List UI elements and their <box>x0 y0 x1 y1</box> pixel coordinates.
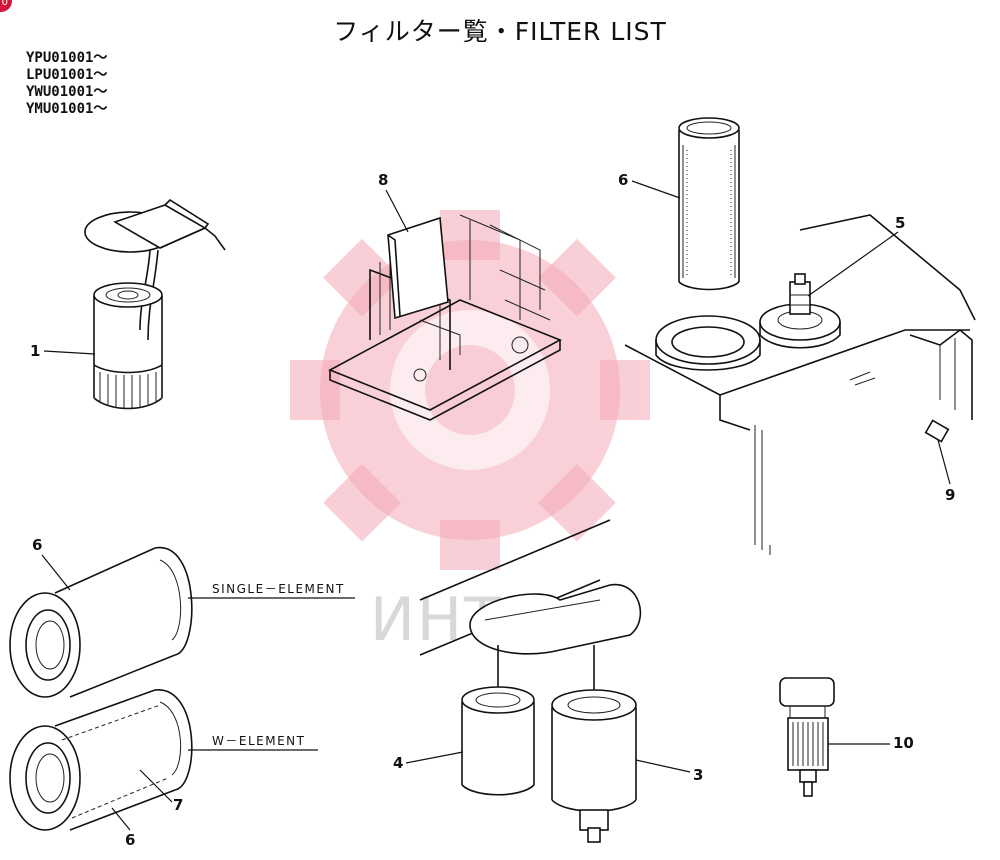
callout-label: 4 <box>393 754 403 772</box>
filter-6-7-w-element <box>9 689 193 831</box>
filter-4-breather <box>789 273 811 315</box>
serial-number: YWU01001〜 <box>26 84 108 100</box>
callout-label: 9 <box>945 486 955 504</box>
filter-2-3-fuel-filters <box>419 519 642 843</box>
callout-label: 6 <box>618 171 628 189</box>
filter-9-strainer-plug <box>924 419 950 443</box>
filter-5-suction-element <box>678 117 740 291</box>
serial-number: YPU01001〜 <box>26 50 108 66</box>
filter-8-panel-filter <box>328 214 562 421</box>
page-title: フィルター覧・FILTER LIST <box>333 17 667 46</box>
serial-number-list: YPU01001〜 LPU01001〜 YWU01001〜 YMU01001〜 <box>26 50 107 118</box>
filter-10-inline-filter <box>779 677 835 797</box>
hydraulic-tank <box>624 214 976 555</box>
callout-label: 7 <box>173 796 183 814</box>
callout-label: 1 <box>30 342 40 360</box>
serial-number: LPU01001〜 <box>26 67 108 83</box>
callout-label: 10 <box>893 734 914 752</box>
filter-1-oil-filter <box>84 198 226 410</box>
filter-6-single-element <box>9 547 193 698</box>
serial-number: YMU01001〜 <box>26 101 108 117</box>
single-element-label: SINGLE－ELEMENT <box>212 582 345 596</box>
w-element-label: W－ELEMENT <box>212 734 305 748</box>
callout-label: 6 <box>32 536 42 554</box>
callout-label: 8 <box>378 171 388 189</box>
callout-label: 6 <box>125 831 135 849</box>
callout-label: 5 <box>895 214 905 232</box>
callout-label: 3 <box>693 766 703 784</box>
